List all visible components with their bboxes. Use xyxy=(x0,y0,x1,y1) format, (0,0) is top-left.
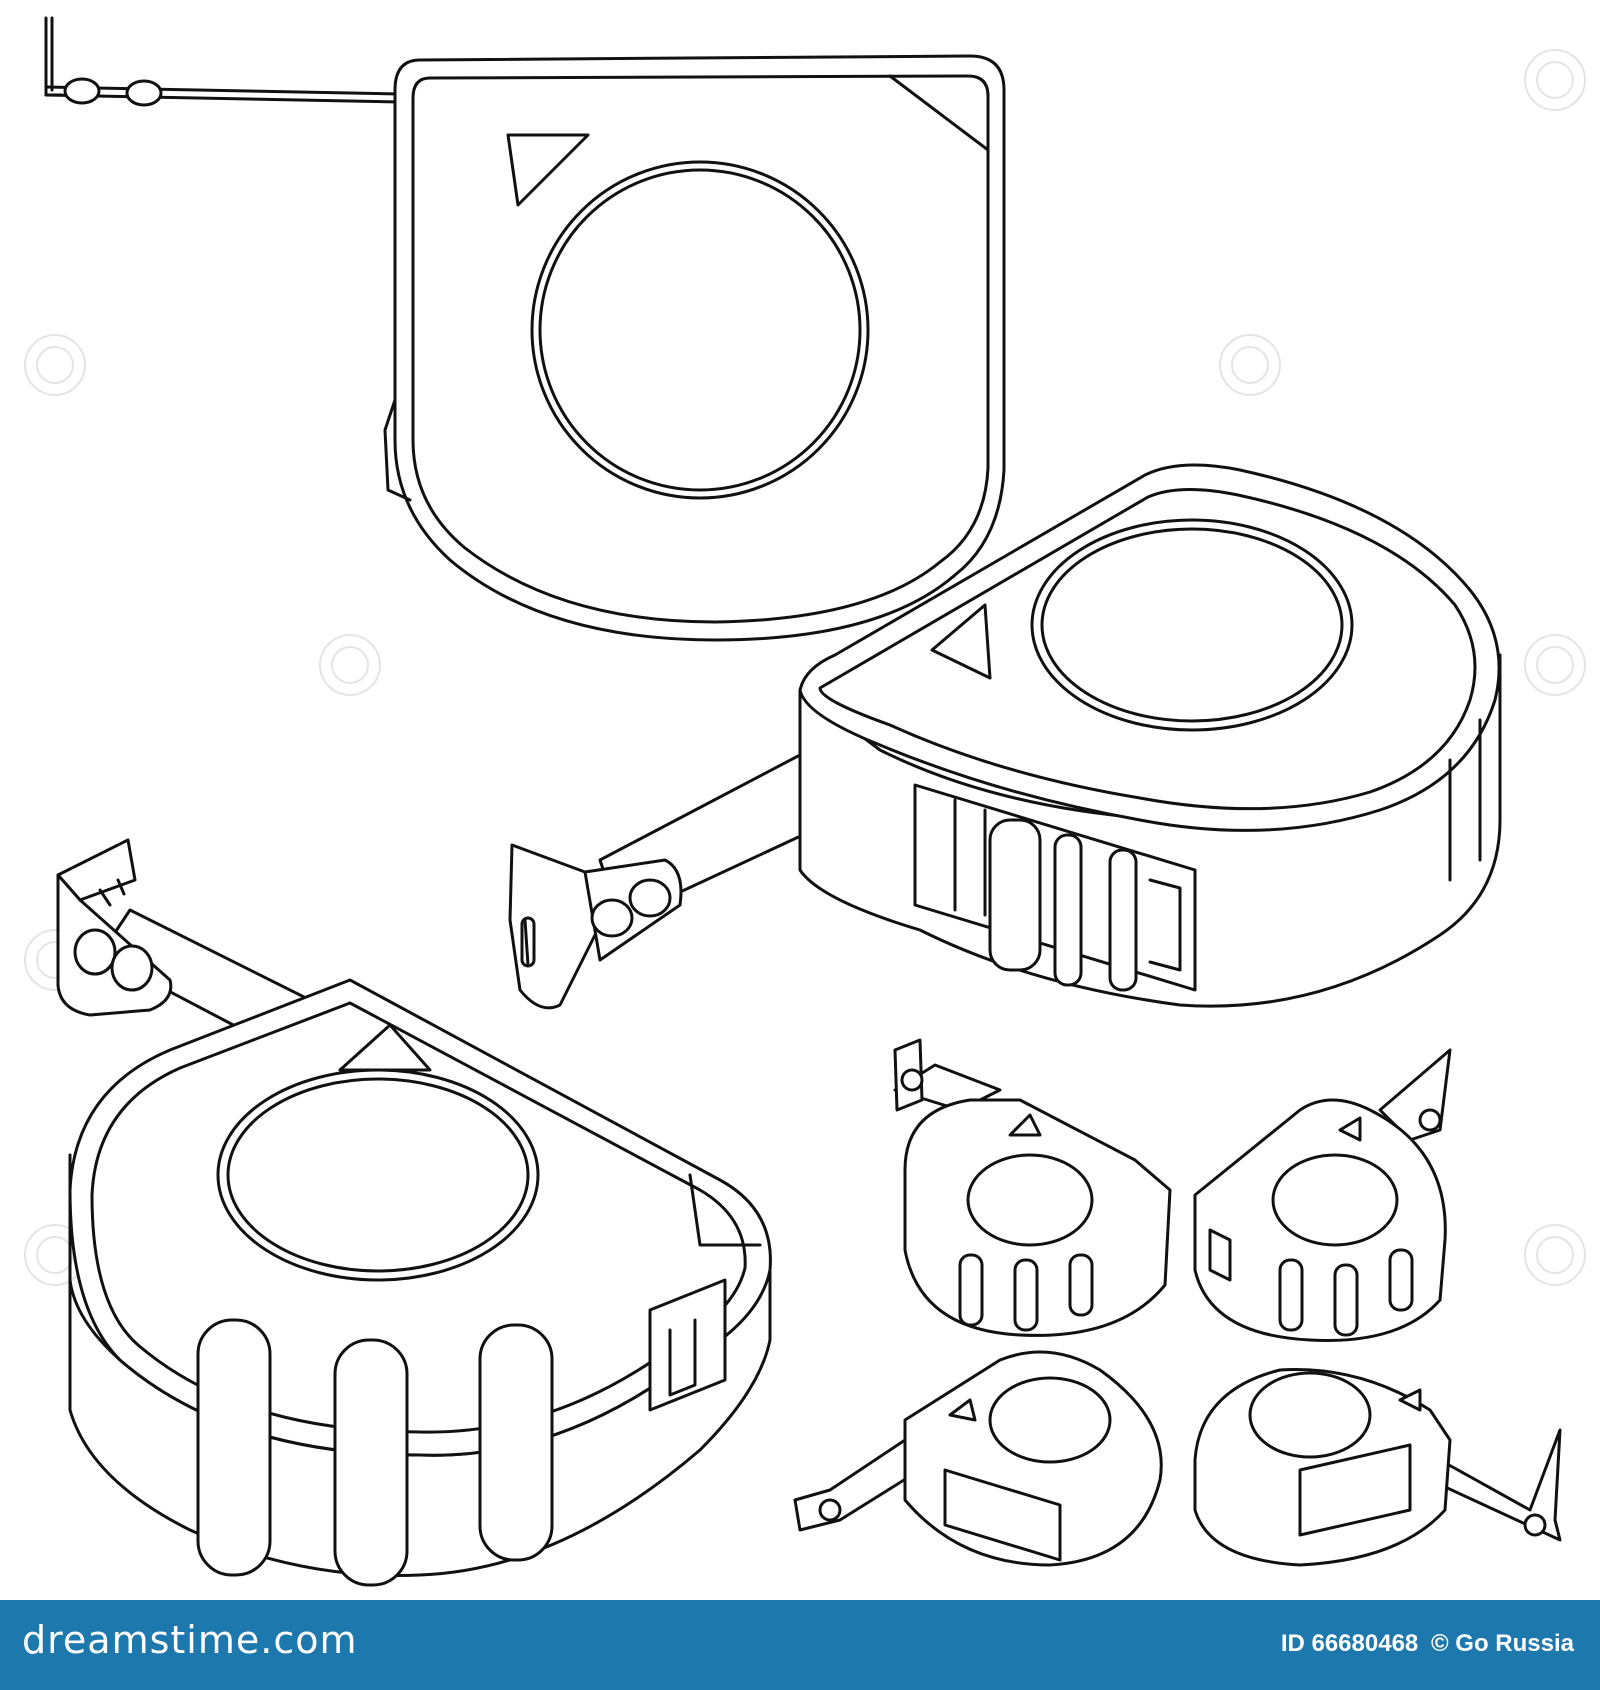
tape-measure-three-quarter-left xyxy=(56,838,772,1587)
image-credit: ID 66680468 © Go Russia xyxy=(1275,1630,1574,1658)
tape-measure-side-view xyxy=(44,16,1006,642)
stock-credit-bar: dreamstime.com ID 66680468 © Go Russia xyxy=(0,1600,1600,1690)
image-id: ID 66680468 xyxy=(1280,1630,1419,1657)
copyright-text: © Go Russia xyxy=(1430,1630,1574,1657)
mini-tape-bottom-left xyxy=(793,1350,1163,1567)
mini-tape-bottom-right xyxy=(1193,1368,1562,1567)
mini-tape-top-left xyxy=(893,1038,1172,1337)
tape-measure-illustration xyxy=(24,16,1586,1587)
mini-tape-top-right xyxy=(1193,1048,1452,1342)
tape-measure-three-quarter-right xyxy=(508,463,1502,1010)
dreamstime-logo: dreamstime.com xyxy=(22,1618,358,1662)
